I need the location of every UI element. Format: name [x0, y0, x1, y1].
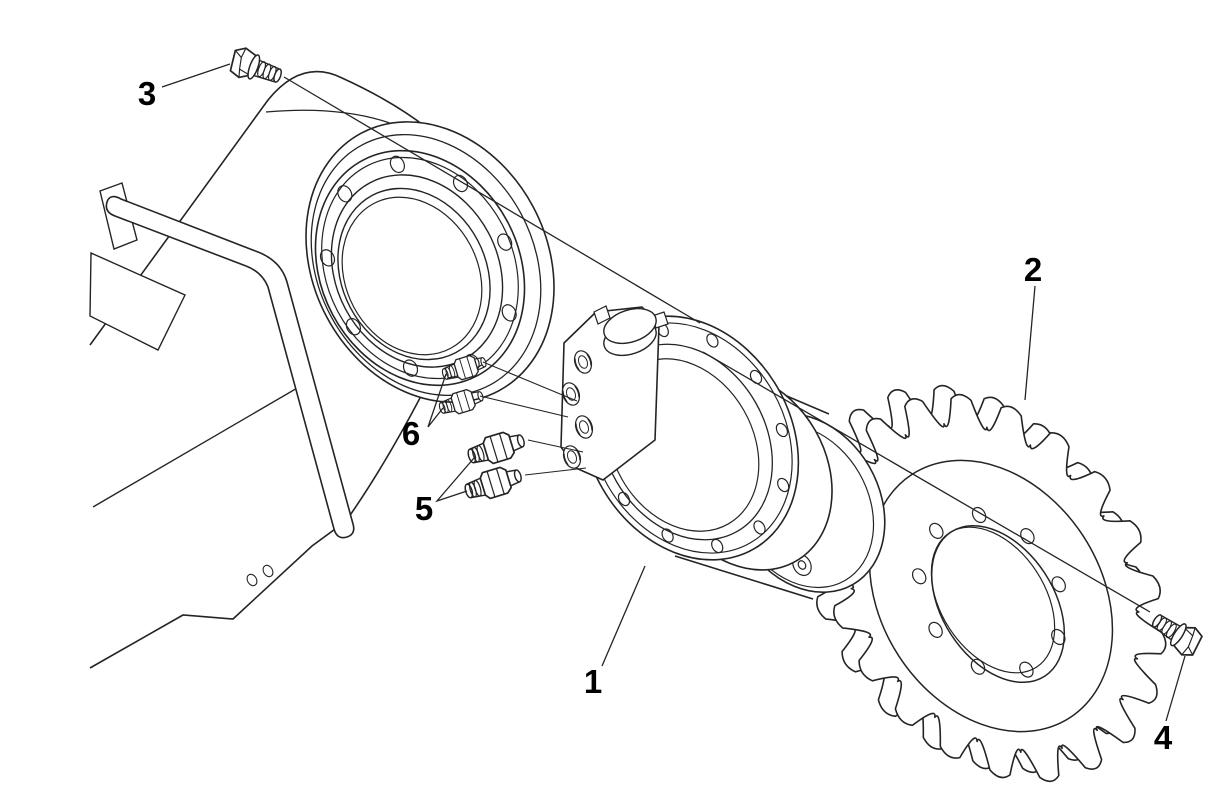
leader-line-5-port-b — [524, 467, 587, 476]
leader-line-6-port-b — [479, 395, 569, 418]
housing-bottom-edge — [89, 397, 421, 669]
callout-1-label: 1 — [584, 663, 602, 700]
bolt-hole — [929, 522, 944, 539]
leader-line-6-fork — [427, 373, 447, 428]
housing-small-hole — [246, 573, 258, 587]
bolt-hole — [775, 422, 789, 438]
callout-labels: 1 2 3 4 5 6 — [138, 75, 1173, 756]
callout-2-label: 2 — [1024, 251, 1042, 288]
bolt-hole — [911, 568, 927, 585]
callout-3-label: 3 — [138, 75, 156, 112]
bolt-hole — [661, 528, 674, 543]
bolt-hole — [389, 155, 405, 174]
leader-line-4-extension — [702, 351, 1151, 613]
track-frame-housing — [89, 70, 555, 669]
sprocket-bolt-holes — [911, 506, 1066, 678]
callout-4-label: 4 — [1154, 719, 1173, 756]
leader-line-2 — [1024, 285, 1036, 401]
guard-tube — [105, 195, 355, 539]
drum-bottom-edge — [674, 555, 814, 600]
bolt-hole — [452, 174, 469, 193]
callout-5-label: 5 — [415, 490, 433, 527]
housing-inner-edge — [92, 379, 312, 508]
cap-top — [603, 307, 657, 345]
bolt-hole — [970, 658, 986, 675]
housing-small-hole — [262, 564, 274, 578]
leader-line-3 — [161, 63, 231, 88]
sprocket-bore-inner — [930, 526, 1056, 674]
bolt-hole — [501, 304, 517, 322]
leader-line-5-port-a — [527, 439, 584, 453]
bolt-hole — [777, 477, 790, 493]
bolt-hole — [497, 233, 513, 251]
flange-bore-inner — [341, 196, 483, 356]
bolt-hole — [1051, 576, 1066, 593]
callout-6-label: 6 — [402, 415, 420, 452]
bolt-hole — [928, 621, 943, 638]
drive-motor — [558, 305, 886, 600]
bolt-hole — [971, 506, 987, 524]
bolt-hole — [1019, 661, 1034, 678]
bolt-hole — [337, 185, 353, 203]
bolt-hole — [753, 520, 766, 535]
bolt-hole — [402, 359, 419, 377]
bolt-hole — [1051, 628, 1066, 646]
housing-side-plate — [89, 251, 186, 351]
leader-line-3-extension — [283, 76, 701, 324]
leader-lines — [161, 63, 1186, 722]
bolt-hole — [706, 333, 719, 348]
leader-line-5-fork — [434, 457, 475, 503]
flange-bore-outer — [337, 187, 491, 361]
sprocket — [803, 384, 1167, 783]
leader-line-4 — [1165, 655, 1186, 722]
bolt-hole — [319, 249, 336, 267]
bolt-hole — [711, 538, 724, 554]
leader-line-1 — [601, 565, 646, 667]
bolt-hole — [749, 369, 763, 385]
sprocket-hub-face — [868, 459, 1114, 733]
leader-line-6-port-a — [482, 361, 578, 402]
bolt-hole — [345, 317, 361, 336]
bolt-hole — [617, 491, 631, 507]
